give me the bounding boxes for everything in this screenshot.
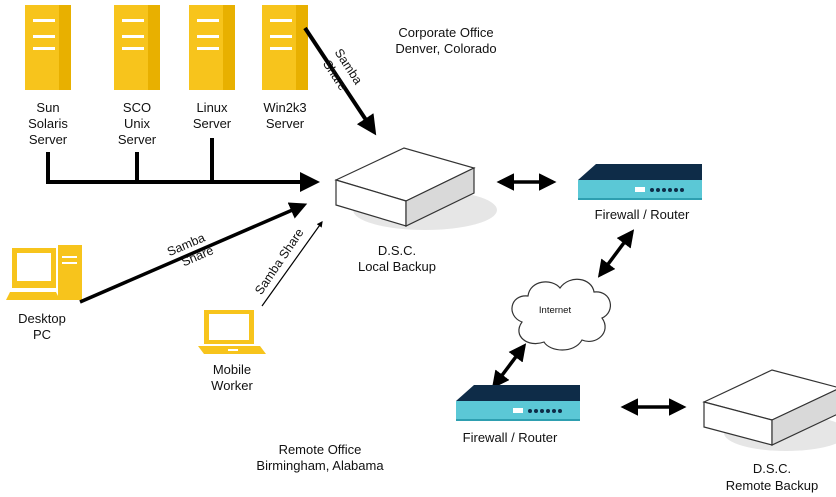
remote-office-location: Birmingham, Alabama (256, 458, 384, 473)
remote-backup-label: D.S.C. (753, 461, 791, 476)
server-label-line: Server (118, 132, 157, 147)
server-bus-connector (46, 138, 320, 192)
server-label-line: Linux (196, 100, 228, 115)
tower-server-icon (25, 5, 71, 90)
samba-share-label: Samba Share (320, 46, 365, 93)
remote-office-label: Remote Office (279, 442, 362, 457)
tower-server-icon (114, 5, 160, 90)
tower-server-icon (189, 5, 235, 90)
firewall-router-icon (456, 385, 580, 421)
link-internet-firewall (491, 343, 527, 389)
local-backup-label: D.S.C. (378, 243, 416, 258)
remote-backup-label: Remote Backup (726, 478, 819, 493)
desktop-pc-icon (6, 245, 82, 300)
corporate-office-location: Denver, Colorado (395, 41, 496, 56)
mobile-worker-label: Worker (211, 378, 253, 393)
server-sco-unix: SCO Unix Server (114, 5, 160, 147)
desktop-pc-label: PC (33, 327, 51, 342)
desktop-pc-label: Desktop (18, 311, 66, 326)
samba-share-arrow (261, 221, 323, 307)
server-label-line: SCO (123, 100, 151, 115)
firewall-router-icon (578, 164, 702, 200)
samba-share-arrow (79, 202, 308, 304)
samba-share-inline-label: Samba Share (252, 226, 306, 297)
internet-cloud (511, 278, 611, 351)
tower-server-icon (262, 5, 308, 90)
local-backup-label: Local Backup (358, 259, 436, 274)
samba-share-arrow (303, 26, 377, 136)
local-backup-appliance (334, 147, 497, 230)
server-label-line: Unix (124, 116, 151, 131)
server-label-line: Solaris (28, 116, 68, 131)
laptop-icon (198, 310, 266, 354)
server-label-line: Server (266, 116, 305, 131)
server-label-line: Server (193, 116, 232, 131)
samba-share-label: Samba Share (252, 226, 306, 297)
server-sun-solaris: Sun Solaris Server (25, 5, 71, 147)
firewall-router-top-label: Firewall / Router (595, 207, 690, 222)
server-win2k3: Win2k3 Server (262, 5, 308, 131)
server-label-line: Sun (36, 100, 59, 115)
link-firewall-internet (597, 229, 635, 278)
remote-backup-appliance (702, 369, 836, 451)
server-linux: Linux Server (189, 5, 235, 131)
samba-share-label: Samba Share (165, 231, 215, 270)
server-label-line: Win2k3 (263, 100, 306, 115)
corporate-office-label: Corporate Office (398, 25, 493, 40)
firewall-router-bottom-label: Firewall / Router (463, 430, 558, 445)
mobile-worker-label: Mobile (213, 362, 251, 377)
server-label-line: Server (29, 132, 68, 147)
internet-label: Internet (539, 305, 572, 316)
